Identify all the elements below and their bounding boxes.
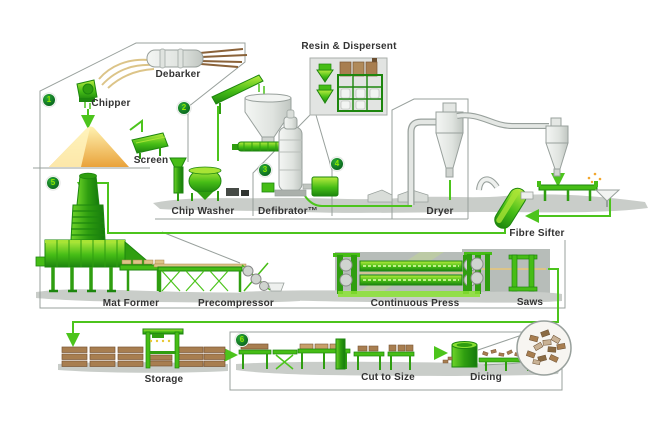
label-fibre-sifter: Fibre Sifter <box>509 228 565 239</box>
label-storage: Storage <box>144 374 184 385</box>
cut-to-size-line <box>238 338 415 370</box>
label-saws: Saws <box>516 297 544 308</box>
label-resin-dispersent: Resin & Dispersent <box>301 41 397 52</box>
label-dryer: Dryer <box>426 206 454 217</box>
label-chipper: Chipper <box>91 98 131 109</box>
resin-dispersent-station <box>309 57 388 116</box>
stage-badge-2: 2 <box>177 101 191 115</box>
label-screen: Screen <box>133 155 169 166</box>
stage-badge-4: 4 <box>330 157 344 171</box>
fibre-sifter-machine <box>476 176 527 229</box>
defibrator-machine <box>261 109 339 197</box>
fibre-cyclone <box>456 112 569 177</box>
stage-badge-6: 6 <box>235 333 249 347</box>
label-defibrator: Defibrator™ <box>258 206 318 217</box>
screen-machine <box>131 132 169 159</box>
fibre-grader-table <box>520 172 621 207</box>
label-debarker: Debarker <box>155 69 201 80</box>
chip-infeed-conveyor <box>211 74 264 114</box>
label-dicing: Dicing <box>470 372 502 383</box>
chip-washer-machine <box>169 157 249 201</box>
label-continuous-press: Continuous Press <box>370 298 460 309</box>
stage-badge-5: 5 <box>46 176 60 190</box>
debarker-machine <box>98 48 248 89</box>
label-cut-to-size: Cut to Size <box>361 372 415 383</box>
precompressor-machine <box>153 262 285 292</box>
label-precompressor: Precompressor <box>198 298 274 309</box>
chip-pile <box>49 126 129 167</box>
chip-hopper <box>232 93 292 152</box>
saws-machine <box>464 252 546 292</box>
stage-badge-3: 3 <box>258 163 272 177</box>
board-storage <box>61 328 226 369</box>
label-mat-former: Mat Former <box>102 298 160 309</box>
label-chip-washer: Chip Washer <box>171 206 235 217</box>
stage-badge-1: 1 <box>42 93 56 107</box>
diced-chips-inset <box>516 320 572 376</box>
dryer-machine <box>367 102 464 205</box>
mat-former-machine <box>35 172 169 293</box>
chipper-machine <box>76 79 98 102</box>
